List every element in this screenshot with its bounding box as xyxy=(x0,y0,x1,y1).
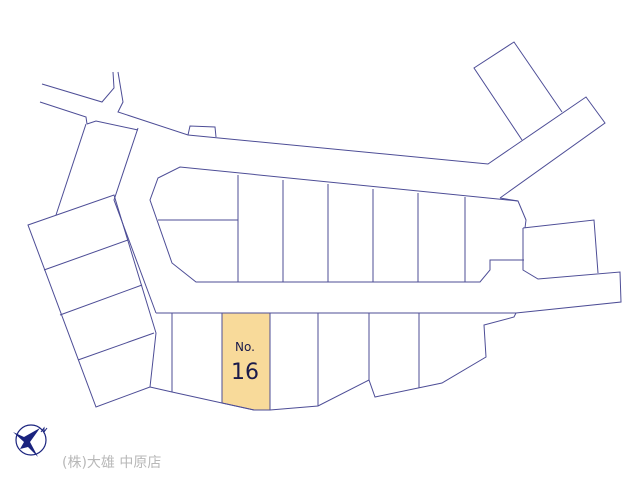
parcel-lines xyxy=(27,41,622,411)
lot-number-prefix: No. xyxy=(235,340,255,354)
company-name: (株)大雄 中原店 xyxy=(62,455,162,471)
bird-logo-icon xyxy=(13,424,48,457)
lot-number: 16 xyxy=(231,360,259,385)
